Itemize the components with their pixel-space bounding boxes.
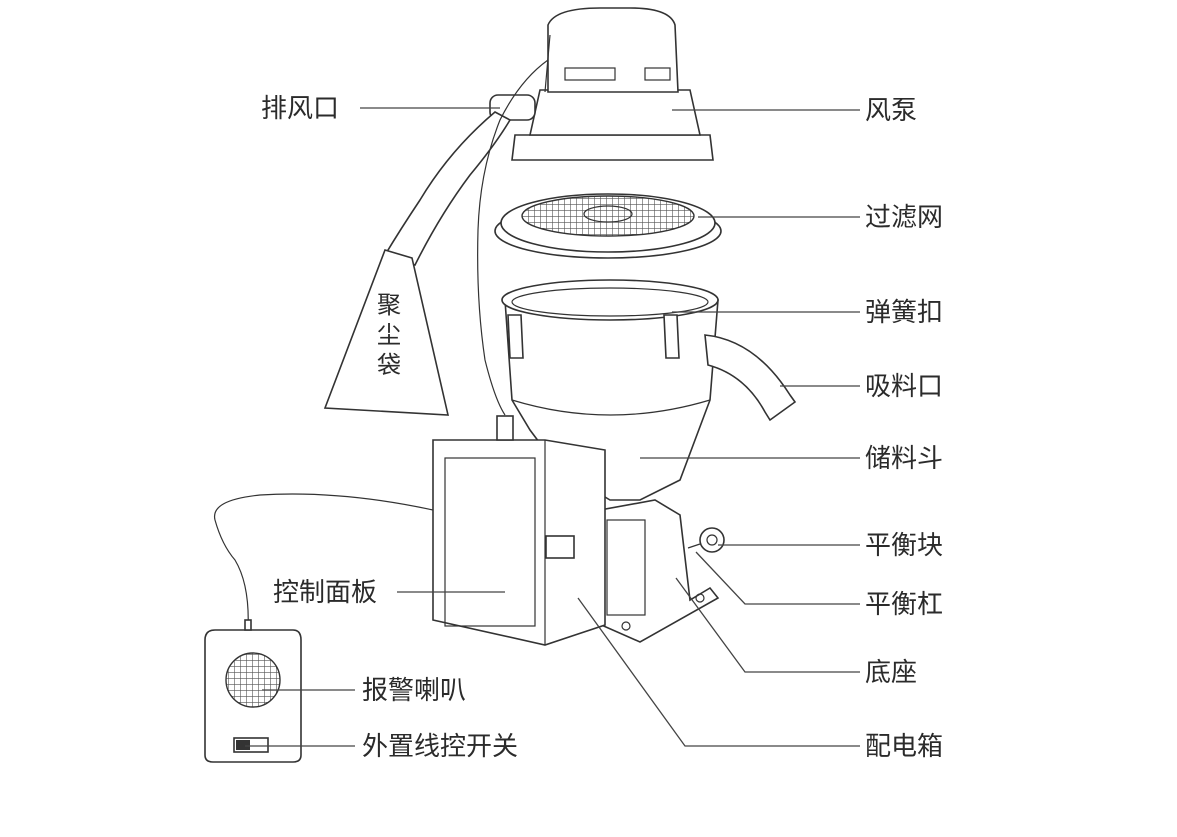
distribution-box [432, 415, 606, 646]
label-external-wire-switch: 外置线控开关 [362, 732, 519, 762]
signal-wire [477, 59, 549, 416]
remote-alarm-box [204, 619, 302, 763]
fan-pump [511, 7, 714, 161]
leader-lines [245, 107, 860, 747]
label-alarm-speaker: 报警喇叭 [362, 676, 467, 706]
filter-screen [494, 193, 722, 259]
label-base: 底座 [865, 658, 918, 688]
label-exhaust-port: 排风口 [261, 94, 340, 124]
remote-cable [213, 493, 434, 631]
label-balance-bar: 平衡杠 [865, 590, 944, 620]
label-distribution-box: 配电箱 [865, 732, 944, 762]
label-balance-weight: 平衡块 [865, 531, 944, 561]
exhaust-and-dust-bag [323, 94, 536, 416]
suction-port [704, 334, 797, 422]
label-dust-bag: 聚尘袋 [377, 291, 401, 379]
balance-weight [687, 527, 725, 553]
label-filter-screen: 过滤网 [865, 203, 944, 233]
label-spring-clip: 弹簧扣 [865, 298, 944, 328]
label-storage-hopper: 储料斗 [865, 444, 944, 474]
label-suction-port: 吸料口 [865, 372, 944, 402]
base [589, 499, 720, 643]
label-fan-pump: 风泵 [865, 96, 918, 126]
label-control-panel: 控制面板 [273, 578, 378, 608]
